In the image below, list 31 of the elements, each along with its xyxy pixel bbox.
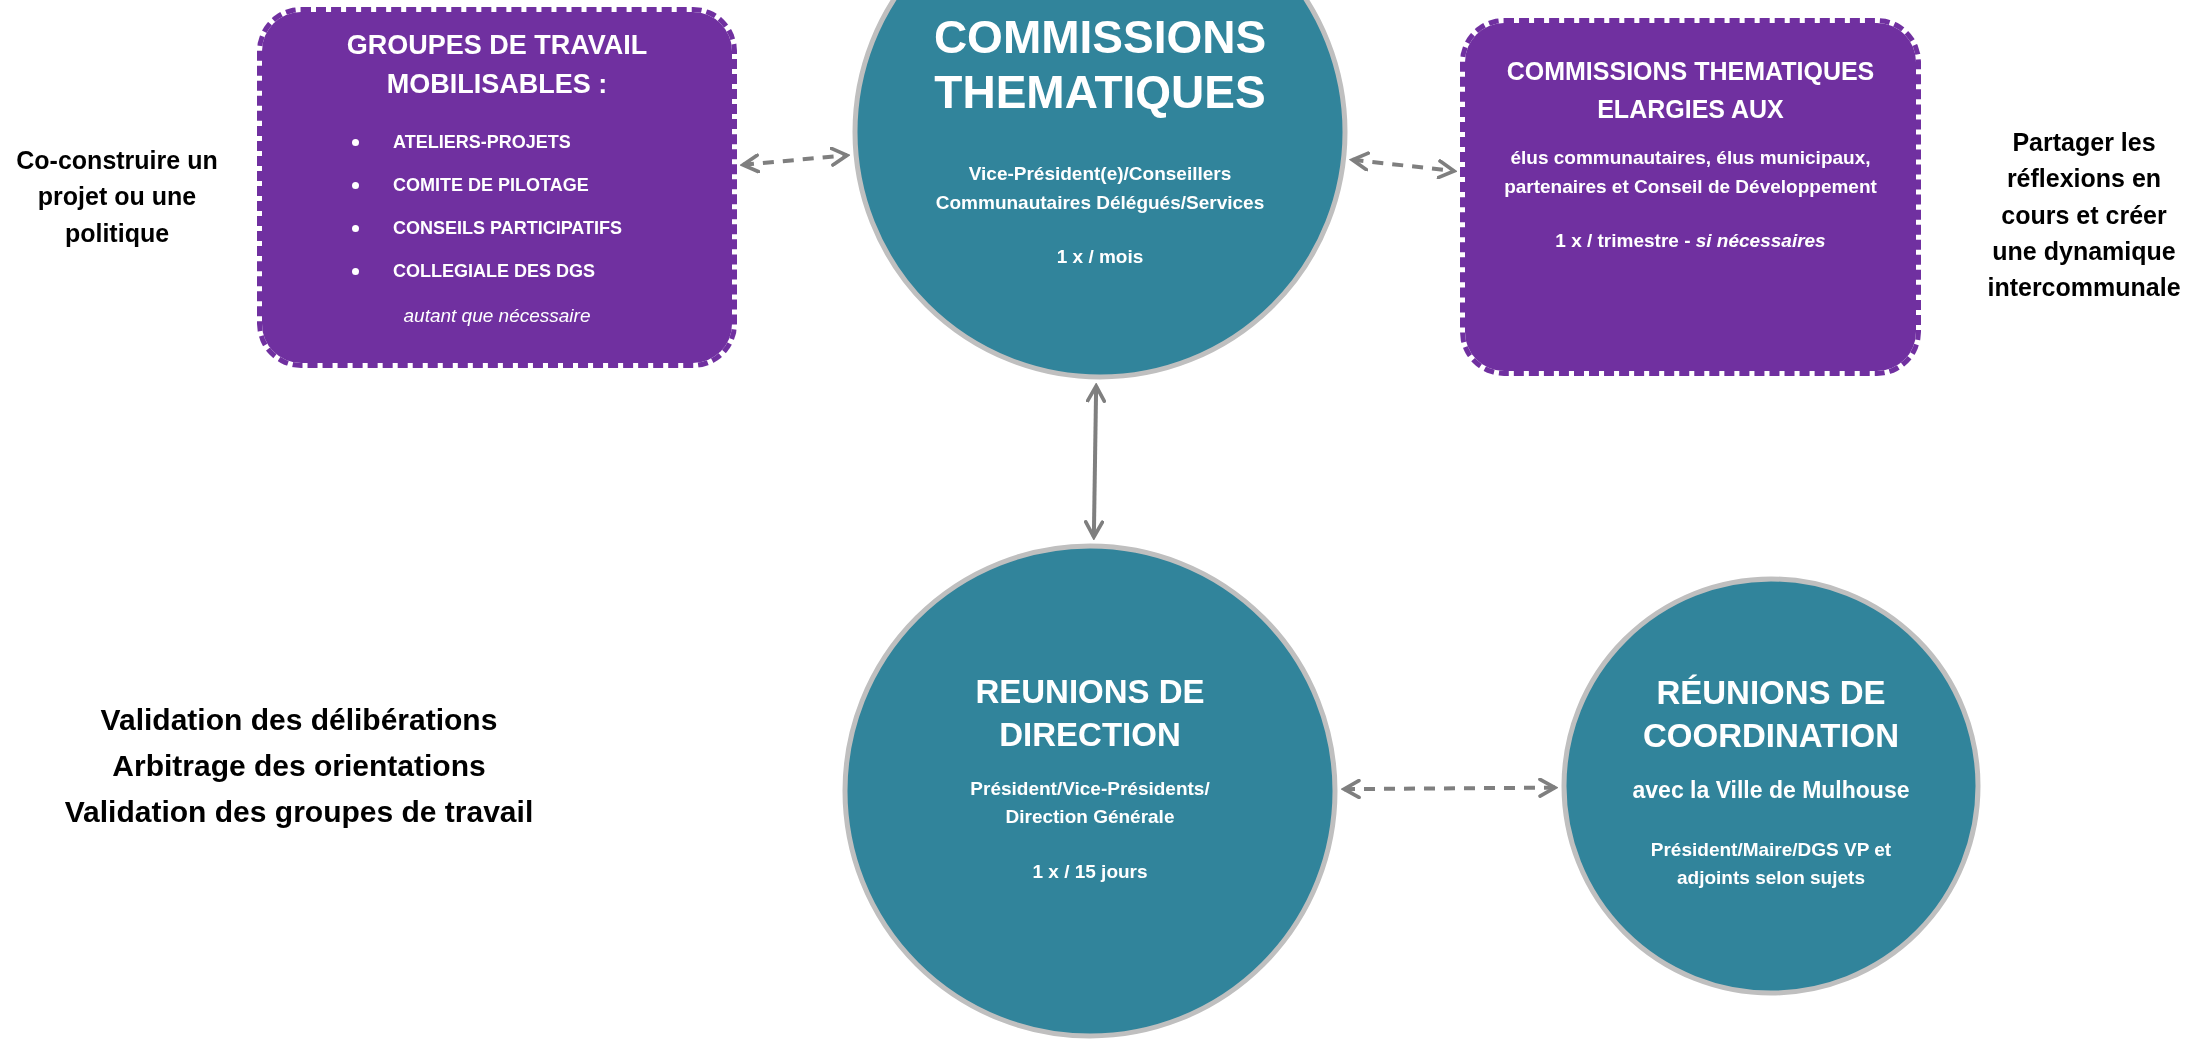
working-groups-box — [257, 7, 737, 368]
list-item: COLLEGIALE DES DGS — [393, 261, 596, 283]
meeting-circle — [842, 543, 1338, 1039]
frequency-text: 1 x / mois — [1056, 245, 1144, 270]
double-arrow — [1350, 151, 1456, 180]
side-note: Validation des groupes de travail — [63, 794, 535, 830]
node-heading: GROUPES DE TRAVAIL MOBILISABLES : — [345, 29, 649, 102]
double-arrow — [1083, 384, 1107, 539]
node-text: avec la Ville de Mulhouse — [1632, 775, 1910, 805]
node-text: élus communautaires, élus municipaux, partenaires et Conseil de Développement — [1503, 146, 1878, 199]
list-item: ATELIERS-PROJETS — [393, 132, 571, 154]
node-heading: REUNIONS DE DIRECTION — [974, 672, 1206, 755]
double-arrow — [741, 146, 849, 174]
meeting-circle — [1561, 576, 1981, 996]
frequency-text: 1 x / 15 jours — [1032, 859, 1148, 884]
node-text: Président/Vice-Présidents/ Direction Générale — [969, 776, 1211, 830]
node-heading: COMMISSIONS THEMATIQUES ELARGIES AUX — [1505, 56, 1876, 125]
side-note: Co-construire un projet ou une politique — [15, 145, 219, 249]
node-heading: COMMISSIONS THEMATIQUES — [932, 10, 1268, 121]
node-heading: RÉUNIONS DE COORDINATION — [1641, 673, 1900, 756]
node-text: Président/Maire/DGS VP et adjoints selon sujets — [1649, 837, 1893, 891]
side-note: Arbitrage des orientations — [111, 748, 487, 784]
node-text: Vice-Président(e)/Conseillers Communautaires Délégués/Services — [934, 162, 1266, 215]
side-note: Partager les réflexions en cours et créer une dynamique intercommunale — [1986, 127, 2182, 303]
frequency-text: 1 x / trimestre - si nécessaires — [1555, 229, 1826, 253]
list-item: CONSEILS PARTICIPATIFS — [393, 218, 622, 240]
extended-commission-box — [1460, 18, 1921, 376]
double-arrow — [1342, 777, 1557, 800]
list-item: COMITE DE PILOTAGE — [393, 175, 589, 197]
side-note: Validation des délibérations — [99, 702, 499, 738]
node-text: autant que nécessaire — [403, 304, 591, 329]
